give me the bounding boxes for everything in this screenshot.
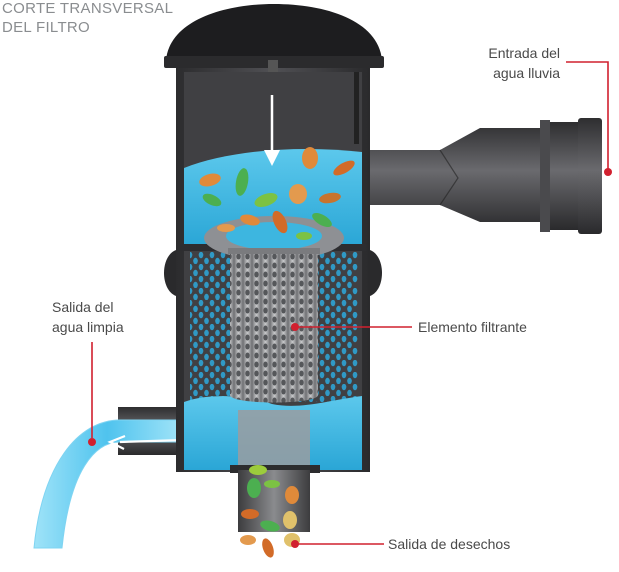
callout-debris: [291, 540, 384, 548]
callout-filter-element: [291, 323, 412, 331]
diagram-title-line2: DEL FILTRO: [2, 19, 91, 36]
water-flow-arrow: [264, 95, 280, 166]
inlet-label-line2: agua lluvia: [493, 65, 560, 81]
clean-water-label-line1: Salida del: [52, 299, 114, 315]
inlet-label-line1: Entrada del: [488, 45, 560, 61]
diagram-title-line1: CORTE TRANSVERSAL: [2, 0, 174, 17]
filter-element-label: Elemento filtrante: [418, 319, 527, 335]
filter-element: [204, 216, 344, 403]
debris-outlet-label: Salida de desechos: [388, 536, 511, 552]
leaves-debris: [199, 147, 355, 558]
filter-lid: [164, 4, 384, 72]
callout-clean-water: [88, 342, 96, 446]
callout-inlet: [566, 61, 612, 176]
clean-water-label-line2: agua limpia: [52, 319, 124, 335]
debris-outlet-pipe: [230, 465, 320, 532]
inlet-pipe: [360, 118, 602, 234]
